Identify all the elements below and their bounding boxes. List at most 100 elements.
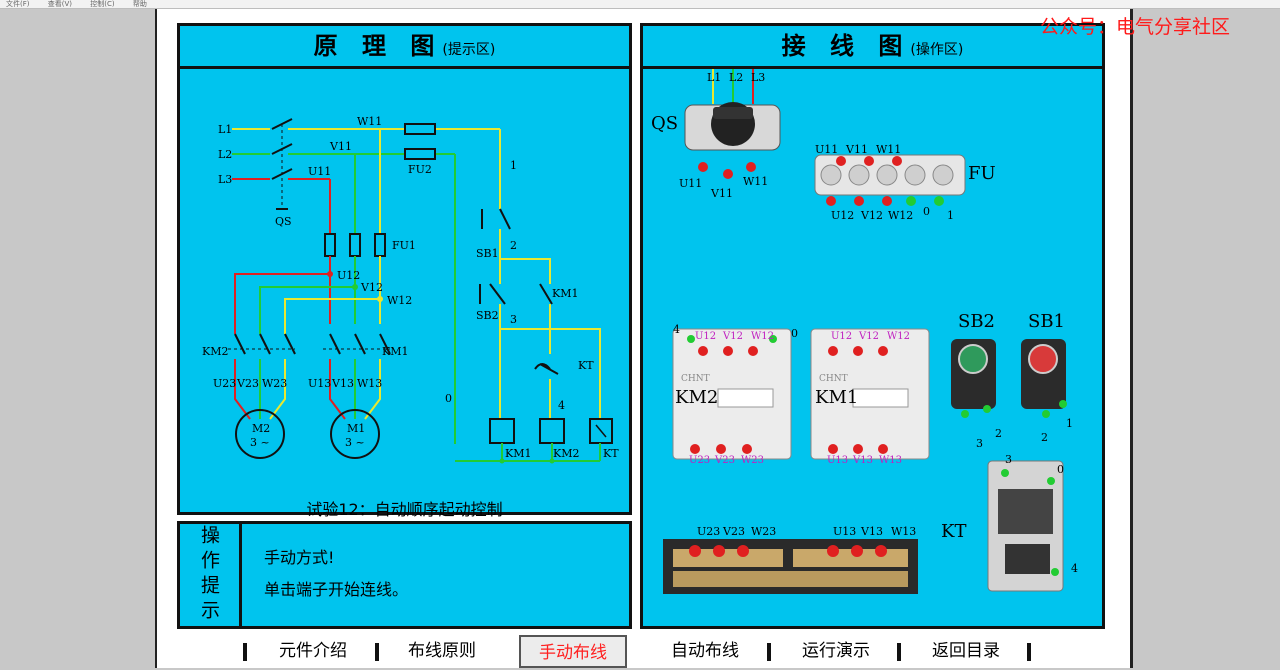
- label-kt-contact: KT: [578, 359, 594, 372]
- fu-terminal-v12[interactable]: [854, 196, 864, 206]
- label-u12: U12: [337, 269, 360, 282]
- fu-terminal-u12[interactable]: [826, 196, 836, 206]
- kt-terminal-4[interactable]: [1051, 568, 1059, 576]
- sb2-terminal-2[interactable]: [983, 405, 991, 413]
- label-km1: KM1: [382, 345, 408, 358]
- nav-auto-wiring[interactable]: 自动布线: [671, 641, 739, 661]
- experiment-caption: 试验12：自动顺序起动控制: [306, 500, 503, 519]
- w-label-km1-w12: W12: [887, 331, 910, 342]
- tb-terminal-u13[interactable]: [827, 545, 839, 557]
- km1-terminal-l2[interactable]: [853, 346, 863, 356]
- qs-terminal-w11[interactable]: [746, 162, 756, 172]
- w-label-km2: KM2: [675, 387, 718, 408]
- label-sb2: SB2: [476, 309, 499, 322]
- fu-terminal-w11[interactable]: [892, 156, 902, 166]
- w-label-km2-0: 0: [791, 327, 798, 340]
- w-label-fu: FU: [968, 163, 996, 184]
- app-window: 原 理 图(提示区): [155, 9, 1133, 668]
- fu-terminal-w12[interactable]: [882, 196, 892, 206]
- nav-component-intro[interactable]: 元件介绍: [279, 641, 347, 661]
- km2-terminal-t1[interactable]: [690, 444, 700, 454]
- sb1-terminal-1[interactable]: [1059, 400, 1067, 408]
- sb2-terminal-3[interactable]: [961, 410, 969, 418]
- km2-terminal-l2[interactable]: [723, 346, 733, 356]
- w-label-w11: W11: [743, 175, 768, 188]
- fu-terminal-0[interactable]: [906, 196, 916, 206]
- km2-terminal-t2[interactable]: [716, 444, 726, 454]
- nav-wiring-principles[interactable]: 布线原则: [408, 641, 476, 661]
- km2-terminal-t3[interactable]: [742, 444, 752, 454]
- fu-terminal-v11[interactable]: [864, 156, 874, 166]
- label-sb1: SB1: [476, 247, 499, 260]
- tb-terminal-w13[interactable]: [875, 545, 887, 557]
- label-l3: L3: [218, 173, 232, 186]
- menu-control[interactable]: 控制(C): [90, 0, 115, 8]
- w-label-km1: KM1: [815, 387, 858, 408]
- label-v23: V23: [236, 377, 259, 390]
- w-label-tb-v13: V13: [860, 525, 883, 538]
- terminal-block: [663, 539, 918, 594]
- hint-text: 手动方式! 单击端子开始连线。: [264, 542, 408, 606]
- label-v13: V13: [331, 377, 354, 390]
- label-m2: M2: [252, 422, 270, 435]
- tb-terminal-v23[interactable]: [713, 545, 725, 557]
- w-label-km2-brand: CHNT: [681, 374, 710, 384]
- label-l2: L2: [218, 148, 232, 161]
- nav-separator: [897, 643, 901, 661]
- hint-line-2: 单击端子开始连线。: [264, 580, 409, 599]
- tb-terminal-w23[interactable]: [737, 545, 749, 557]
- km1-terminal-t3[interactable]: [878, 444, 888, 454]
- kt-terminal-3[interactable]: [1001, 469, 1009, 477]
- sb2-button[interactable]: [951, 339, 996, 409]
- tb-terminal-v13[interactable]: [851, 545, 863, 557]
- w-label-kt-0: 0: [1057, 463, 1064, 476]
- w-label-km1-v13: V13: [852, 455, 873, 466]
- w-label-tb-w23: W23: [751, 525, 776, 538]
- qs-terminal-v11[interactable]: [723, 169, 733, 179]
- fuse-block: [814, 154, 966, 196]
- km1-terminal-l1[interactable]: [828, 346, 838, 356]
- km1-terminal-l3[interactable]: [878, 346, 888, 356]
- menu-view[interactable]: 查看(V): [47, 0, 72, 8]
- hint-panel: 操作提示 手动方式! 单击端子开始连线。: [177, 521, 632, 629]
- w-label-fu-v11: V11: [845, 143, 868, 156]
- w-label-km2-u23: U23: [689, 455, 710, 466]
- w-label-sb2: SB2: [958, 311, 995, 332]
- tb-terminal-u23[interactable]: [689, 545, 701, 557]
- watermark: 公众号：电气分享社区: [1040, 16, 1231, 38]
- fu-terminal-1[interactable]: [934, 196, 944, 206]
- kt-time-relay[interactable]: [987, 460, 1064, 592]
- nav-back-to-menu[interactable]: 返回目录: [932, 641, 1000, 661]
- menu-file[interactable]: 文件(F): [6, 0, 30, 8]
- km2-contactor[interactable]: [672, 328, 792, 460]
- label-m2-phase: 3 ~: [250, 436, 270, 449]
- w-label-km2-w23: W23: [741, 455, 764, 466]
- km2-terminal-4[interactable]: [687, 335, 695, 343]
- km2-terminal-l3[interactable]: [748, 346, 758, 356]
- w-label-km2-v23: V23: [714, 455, 735, 466]
- label-node-1: 1: [510, 159, 517, 172]
- w-label-qs: QS: [651, 113, 678, 134]
- sb1-terminal-2[interactable]: [1042, 410, 1050, 418]
- w-label-fu-w11: W11: [876, 143, 901, 156]
- sb1-button[interactable]: [1021, 339, 1066, 409]
- qs-switch[interactable]: [684, 102, 781, 151]
- nav-run-demo[interactable]: 运行演示: [802, 641, 870, 661]
- km2-terminal-0[interactable]: [769, 335, 777, 343]
- km1-terminal-t2[interactable]: [853, 444, 863, 454]
- nav-manual-wiring[interactable]: 手动布线: [519, 635, 627, 668]
- fu-terminal-u11[interactable]: [836, 156, 846, 166]
- km1-terminal-t1[interactable]: [828, 444, 838, 454]
- km1-contactor[interactable]: [810, 328, 930, 460]
- label-m1-phase: 3 ~: [345, 436, 365, 449]
- label-w12: W12: [387, 294, 412, 307]
- km2-terminal-l1[interactable]: [698, 346, 708, 356]
- w-label-km2-v12: V12: [722, 331, 743, 342]
- label-node-3: 3: [510, 313, 517, 326]
- hint-label-box: 操作提示: [180, 524, 242, 626]
- kt-terminal-0[interactable]: [1047, 477, 1055, 485]
- w-label-km2-w12: W12: [751, 331, 774, 342]
- menu-help[interactable]: 帮助: [132, 0, 147, 8]
- label-km2: KM2: [202, 345, 228, 358]
- qs-terminal-u11[interactable]: [698, 162, 708, 172]
